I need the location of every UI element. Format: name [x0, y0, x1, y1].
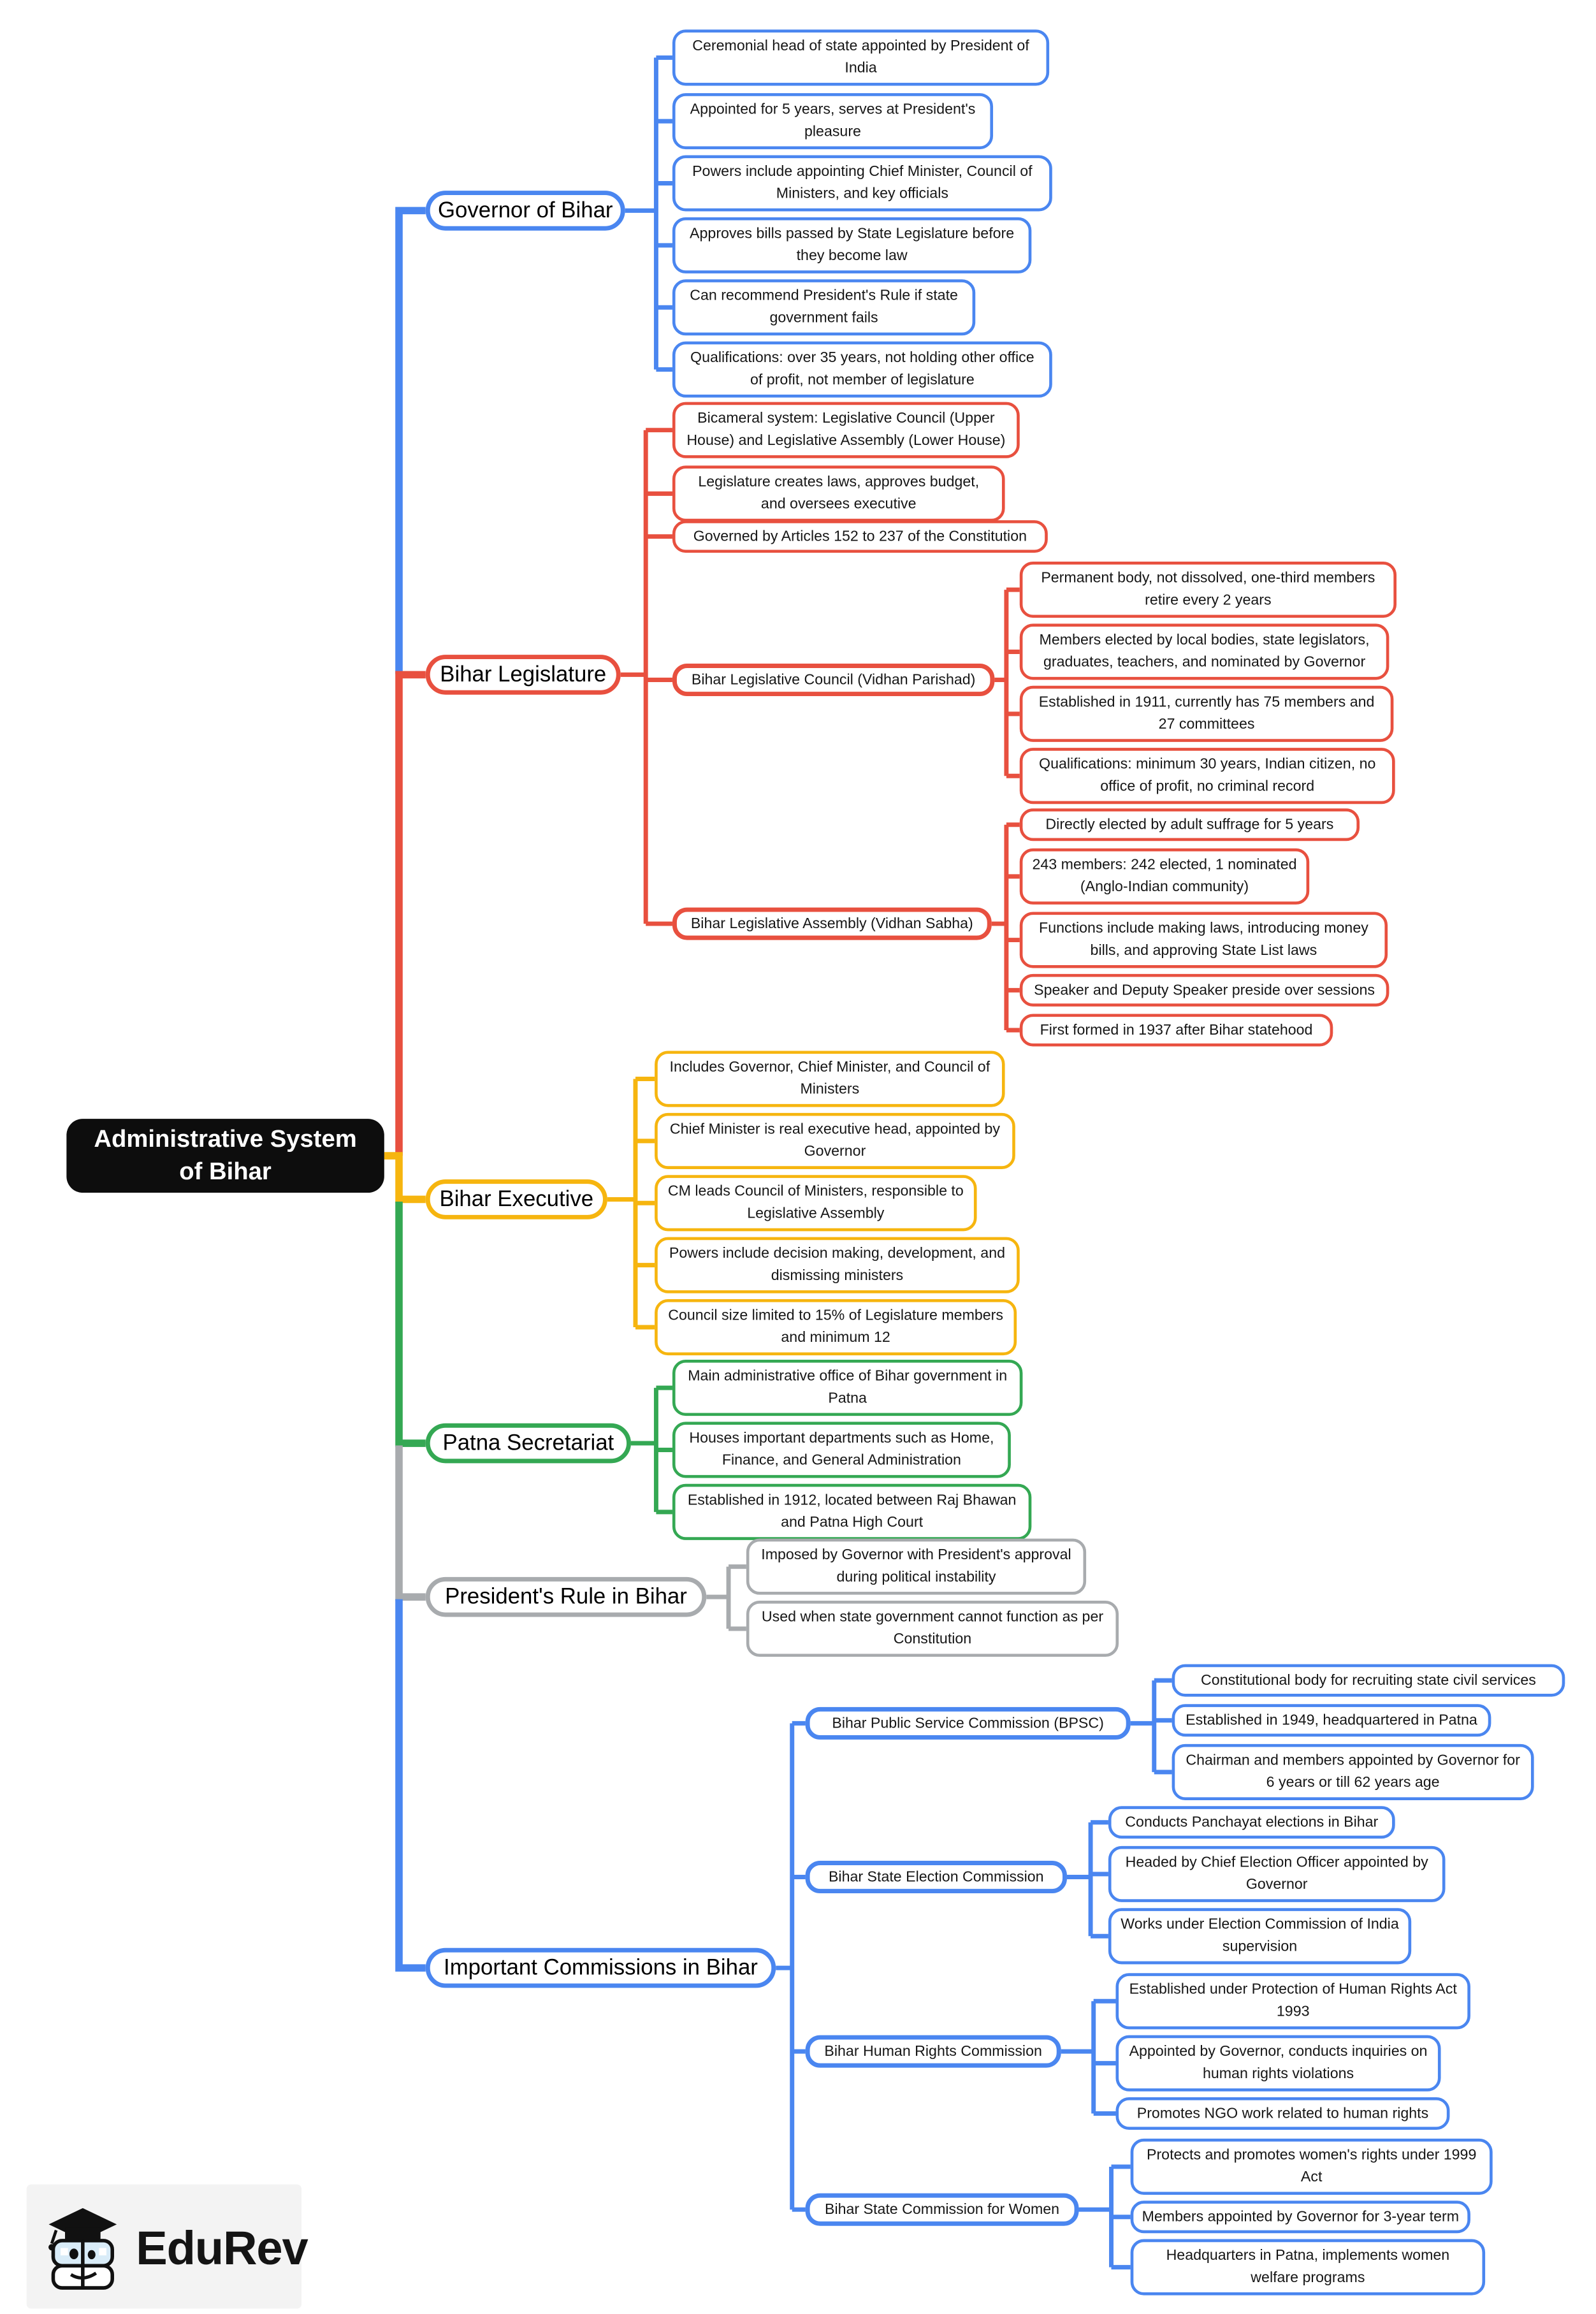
branch-presidents-rule: President's Rule in Bihar — [425, 1576, 707, 1617]
wire-legislature — [620, 428, 672, 926]
wire-human-rights — [1061, 1998, 1116, 2116]
branch-commissions: Important Commissions in Bihar — [425, 1947, 776, 1988]
leaf-governor-5: Qualifications: over 35 years, not holdi… — [672, 341, 1052, 398]
leaf-council-0: Permanent body, not dissolved, one-third… — [1019, 562, 1397, 618]
subtopic-bpsc: Bihar Public Service Commission (BPSC) — [805, 1706, 1131, 1740]
wire-commissions — [776, 1721, 806, 2212]
leaf-assembly-4: First formed in 1937 after Bihar stateho… — [1019, 1014, 1333, 1047]
leaf-assembly-1: 243 members: 242 elected, 1 nominated (A… — [1019, 848, 1310, 905]
leaf-women-2: Headquarters in Patna, implements women … — [1130, 2239, 1486, 2296]
leaf-legislature-1: Legislature creates laws, approves budge… — [672, 465, 1005, 522]
subtopic-assembly: Bihar Legislative Assembly (Vidhan Sabha… — [672, 907, 992, 940]
leaf-presidents-rule-0: Imposed by Governor with President's app… — [746, 1538, 1087, 1595]
leaf-executive-3: Powers include decision making, developm… — [655, 1237, 1020, 1293]
wire-women — [1078, 2164, 1131, 2270]
branch-governor: Governor of Bihar — [425, 191, 625, 231]
subtopic-human-rights: Bihar Human Rights Commission — [805, 2035, 1061, 2068]
wire-bpsc — [1130, 1678, 1172, 1775]
leaf-election-2: Works under Election Commission of India… — [1108, 1908, 1412, 1965]
leaf-governor-1: Appointed for 5 years, serves at Preside… — [672, 93, 994, 150]
wire-presidents-rule — [706, 1564, 746, 1631]
leaf-assembly-2: Functions include making laws, introduci… — [1019, 912, 1388, 968]
leaf-women-1: Members appointed by Governor for 3-year… — [1130, 2201, 1470, 2234]
leaf-legislature-0: Bicameral system: Legislative Council (U… — [672, 402, 1020, 458]
leaf-governor-3: Approves bills passed by State Legislatu… — [672, 217, 1032, 273]
leaf-governor-2: Powers include appointing Chief Minister… — [672, 155, 1052, 212]
leaf-executive-4: Council size limited to 15% of Legislatu… — [655, 1299, 1017, 1356]
leaf-bpsc-2: Chairman and members appointed by Govern… — [1172, 1743, 1534, 1800]
leaf-presidents-rule-1: Used when state government cannot functi… — [746, 1600, 1119, 1657]
trunk-governor — [395, 207, 426, 674]
leaf-council-3: Qualifications: minimum 30 years, Indian… — [1019, 748, 1395, 804]
trunk-secretariat — [395, 1201, 426, 1447]
wire-assembly — [991, 822, 1020, 1033]
leaf-human-rights-2: Promotes NGO work related to human right… — [1115, 2097, 1450, 2130]
leaf-bpsc-0: Constitutional body for recruiting state… — [1172, 1664, 1565, 1697]
subtopic-women: Bihar State Commission for Women — [805, 2193, 1079, 2226]
subtopic-election: Bihar State Election Commission — [805, 1861, 1067, 1894]
leaf-legislature-2: Governed by Articles 152 to 237 of the C… — [672, 520, 1048, 553]
trunk-commissions — [395, 1599, 426, 1972]
leaf-executive-1: Chief Minister is real executive head, a… — [655, 1112, 1015, 1169]
branch-legislature: Bihar Legislature — [425, 655, 621, 695]
leaf-council-1: Members elected by local bodies, state l… — [1019, 623, 1389, 680]
leaf-governor-0: Ceremonial head of state appointed by Pr… — [672, 29, 1050, 86]
leaf-executive-0: Includes Governor, Chief Minister, and C… — [655, 1051, 1005, 1107]
leaf-assembly-3: Speaker and Deputy Speaker preside over … — [1019, 973, 1389, 1007]
leaf-secretariat-2: Established in 1912, located between Raj… — [672, 1483, 1032, 1540]
trunk-presidents-rule — [395, 1445, 426, 1601]
wire-executive — [607, 1077, 655, 1330]
edurev-mascot-icon — [48, 2208, 117, 2290]
leaf-secretariat-1: Houses important departments such as Hom… — [672, 1422, 1011, 1478]
leaf-election-0: Conducts Panchayat elections in Bihar — [1108, 1806, 1395, 1839]
branch-executive: Bihar Executive — [425, 1179, 607, 1219]
leaf-bpsc-1: Established in 1949, headquartered in Pa… — [1172, 1704, 1491, 1737]
subtopic-council: Bihar Legislative Council (Vidhan Parish… — [672, 664, 995, 697]
leaf-executive-2: CM leads Council of Ministers, responsib… — [655, 1175, 977, 1232]
leaf-council-2: Established in 1911, currently has 75 me… — [1019, 685, 1394, 742]
trunk-executive — [384, 1152, 426, 1204]
leaf-human-rights-0: Established under Protection of Human Ri… — [1115, 1973, 1470, 2030]
wire-governor — [625, 55, 672, 372]
edurev-wordmark: EduRev — [136, 2221, 308, 2275]
leaf-women-0: Protects and promotes women's rights und… — [1130, 2138, 1493, 2195]
leaf-governor-4: Can recommend President's Rule if state … — [672, 279, 976, 336]
wire-election — [1066, 1820, 1108, 1939]
trunk-legislature — [395, 671, 426, 1156]
leaf-human-rights-1: Appointed by Governor, conducts inquirie… — [1115, 2035, 1441, 2092]
root-topic: Administrative System of Bihar — [66, 1119, 384, 1193]
wire-council — [994, 587, 1020, 778]
leaf-election-1: Headed by Chief Election Officer appoint… — [1108, 1845, 1446, 1902]
leaf-secretariat-0: Main administrative office of Bihar gove… — [672, 1360, 1023, 1416]
leaf-assembly-0: Directly elected by adult suffrage for 5… — [1019, 808, 1360, 841]
wire-secretariat — [631, 1385, 672, 1515]
branch-secretariat: Patna Secretariat — [425, 1423, 632, 1464]
